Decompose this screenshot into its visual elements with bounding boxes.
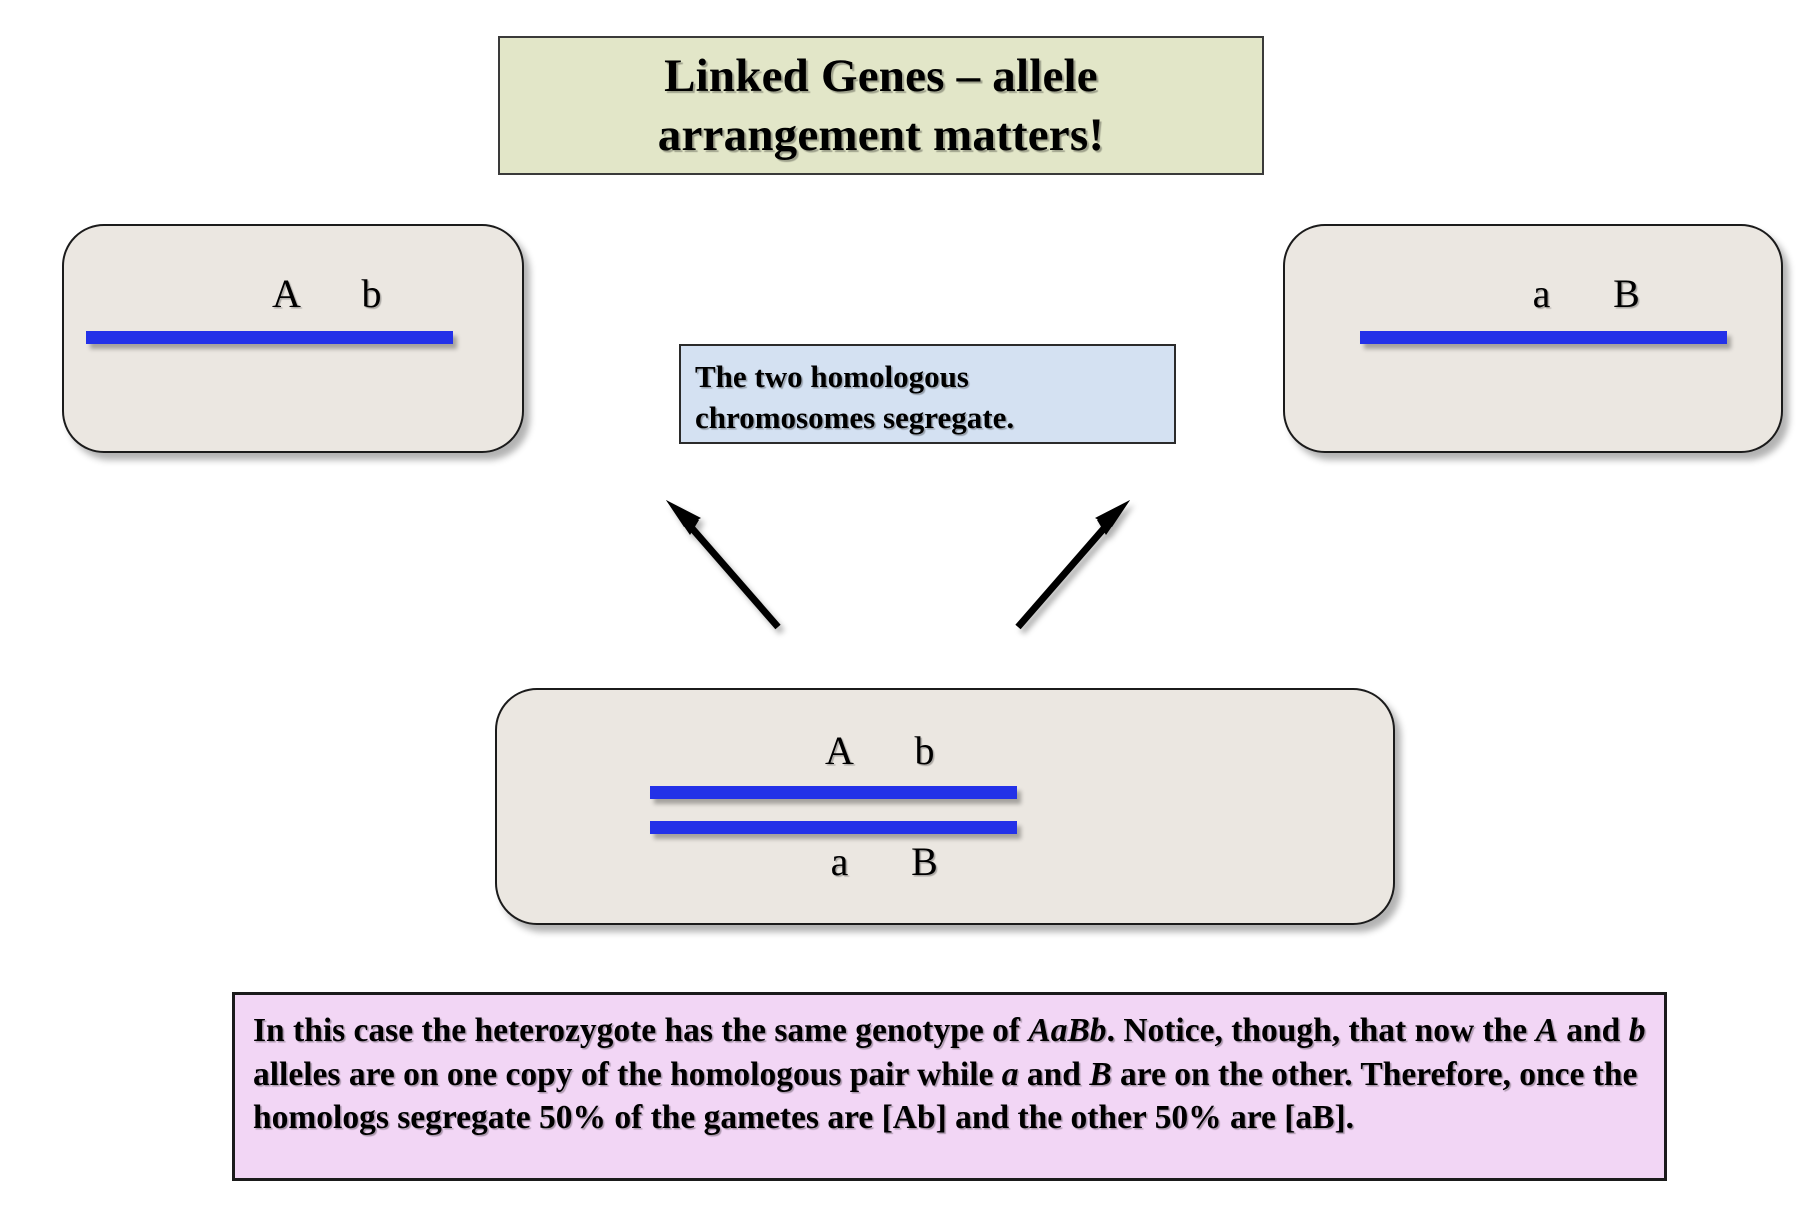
arrow-to-right-gamete bbox=[1015, 500, 1130, 630]
allele-labels-left: A b bbox=[244, 274, 414, 314]
segregation-callout-box: The two homologous chromosomes segregate… bbox=[679, 344, 1176, 444]
allele-labels-top: A b bbox=[797, 731, 967, 771]
chromosome-bar-Ab bbox=[650, 786, 1017, 799]
chromosome-bar-aB bbox=[1360, 331, 1727, 344]
allele-label-A: A bbox=[825, 728, 854, 773]
title-banner: Linked Genes – allele arrangement matter… bbox=[498, 36, 1264, 175]
segregation-callout-text: The two homologous chromosomes segregate… bbox=[695, 359, 1015, 436]
gamete-card-left: A b bbox=[62, 224, 524, 453]
allele-labels-bottom: a B bbox=[797, 842, 967, 882]
arrow-to-left-gamete bbox=[666, 500, 781, 630]
explanation-box: In this case the heterozygote has the sa… bbox=[232, 992, 1667, 1181]
chromosome-bar-Ab bbox=[86, 331, 453, 344]
allele-label-b: b bbox=[914, 728, 935, 773]
gamete-card-right: a B bbox=[1283, 224, 1783, 453]
chromosome-bar-aB bbox=[650, 821, 1017, 834]
allele-label-a: a bbox=[1532, 271, 1551, 316]
allele-label-a: a bbox=[830, 839, 849, 884]
allele-labels-right: a B bbox=[1499, 274, 1669, 314]
allele-label-b: b bbox=[361, 271, 382, 316]
allele-label-B: B bbox=[911, 839, 938, 884]
heterozygote-card: A b a B bbox=[495, 688, 1395, 925]
allele-label-B: B bbox=[1613, 271, 1640, 316]
explanation-text: In this case the heterozygote has the sa… bbox=[253, 1012, 1646, 1137]
allele-label-A: A bbox=[272, 271, 301, 316]
page-title: Linked Genes – allele arrangement matter… bbox=[657, 49, 1105, 161]
